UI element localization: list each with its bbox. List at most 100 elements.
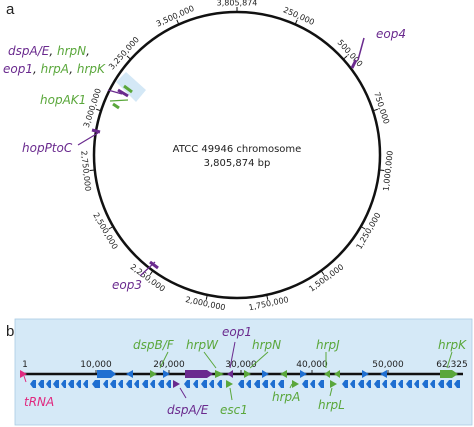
gene-arrow: [184, 380, 190, 388]
coord-10000: 10,000: [80, 360, 112, 370]
scale-tick: [294, 19, 298, 25]
gene-arrow: [350, 380, 355, 388]
gene-upper: [126, 370, 133, 378]
gene-arrow: [53, 380, 59, 388]
hopPtoC-marker: [91, 128, 101, 134]
gene-arrow: [366, 380, 371, 388]
label-eop1-b: eop1: [222, 325, 252, 339]
gene-arrow: [193, 380, 198, 388]
gene-upper: [300, 370, 307, 378]
gene-arrow: [390, 380, 396, 388]
gene-arrow: [342, 380, 348, 388]
gene-arrow: [30, 380, 36, 388]
label-hrpJ: hrpJ: [316, 338, 340, 352]
scale-tick: [205, 294, 208, 300]
scale-tick: [149, 270, 154, 276]
eop3-leader: [139, 261, 156, 277]
gene-arrow: [270, 380, 275, 388]
scale-label: 250,000: [282, 5, 316, 27]
hrpL-gene: [334, 370, 340, 378]
label-eop4: eop4: [376, 27, 406, 41]
gene-arrow: [217, 380, 222, 388]
coord-ticks: [95, 370, 389, 373]
chromosome-name: ATCC 49946 chromosome: [173, 144, 302, 155]
scale-tick: [266, 294, 269, 300]
gene-arrow: [46, 380, 51, 388]
label-hrpK-b: hrpK: [438, 338, 467, 352]
gene-arrow: [38, 380, 44, 388]
scale-tick: [89, 169, 95, 171]
gene-arrow: [398, 380, 403, 388]
label-tRNA: tRNA: [24, 395, 54, 409]
scale-label: 2,750,000: [79, 150, 92, 191]
gene-arrow: [209, 380, 214, 388]
hrpJ-gene: [324, 370, 330, 378]
scale-tick: [342, 55, 348, 60]
coord-30000: 30,000: [225, 360, 257, 370]
label-eop3: eop3: [112, 278, 142, 292]
panel-b-letter: b: [6, 323, 14, 340]
gene-arrow: [134, 380, 139, 388]
panel-b-background: [14, 318, 473, 426]
hrpA-lower: [292, 380, 299, 388]
gene-arrow: [61, 380, 66, 388]
hrpL-lower: [330, 380, 337, 388]
hrp-leader-1: [107, 89, 123, 95]
gene-markers: [77, 37, 365, 277]
label-hopPtoC: hopPtoC: [22, 141, 73, 155]
gene-upper: [362, 370, 369, 378]
label-hrpA-b: hrpA: [272, 390, 300, 404]
gene-arrow: [406, 380, 412, 388]
label-eop1-a: eop1, hrpA, hrpK: [3, 62, 106, 76]
gene-arrow: [262, 380, 268, 388]
gene-arrow: [142, 380, 148, 388]
label-dspAE-a: dspA/E, hrpN,: [8, 44, 90, 58]
scale-label: 1,000,000: [382, 150, 395, 191]
coord-1: 1: [22, 360, 28, 370]
upper-strand-genes: [20, 370, 458, 378]
coord-50000: 50,000: [372, 360, 404, 370]
hrpK-gene: [440, 370, 452, 378]
gene-arrow: [126, 380, 132, 388]
gene-upper: [380, 370, 387, 378]
gene-arrow: [414, 380, 419, 388]
gene-upper: [163, 370, 170, 378]
scale-tick: [360, 226, 366, 230]
coord-40000: 40,000: [296, 360, 328, 370]
scale-tick: [126, 55, 132, 60]
gene-arrow: [103, 380, 108, 388]
gene-arrow: [92, 380, 100, 388]
coord-20000: 20,000: [153, 360, 185, 370]
gene-arrow: [454, 380, 460, 388]
gene-arrow: [438, 380, 444, 388]
panel-b-leaders: [23, 341, 453, 401]
gene-arrow: [278, 380, 284, 388]
gene-arrow: [158, 380, 164, 388]
scale-tick: [108, 226, 114, 230]
chromosome-size: 3,805,874 bp: [204, 158, 271, 169]
gene-arrow: [254, 380, 260, 388]
hrp-green-marker: [123, 84, 133, 94]
eop1-gene: [227, 370, 233, 378]
gene-upper: [150, 370, 157, 378]
chromosome-circle: [92, 10, 382, 300]
scale-tick: [96, 108, 102, 112]
panel-a-letter: a: [6, 1, 15, 18]
hopPtoC-leader: [77, 132, 99, 146]
trna-gene: [20, 370, 27, 378]
label-hrpW: hrpW: [186, 338, 219, 352]
dspAE-lower: [173, 380, 180, 388]
gene-arrow: [83, 380, 88, 388]
hopAK1-marker: [112, 102, 120, 110]
label-dspBF: dspB/F: [133, 338, 175, 352]
lower-strand-genes: [30, 380, 460, 388]
eop3-marker: [149, 260, 159, 270]
gene-upper: [262, 370, 269, 378]
label-hrpN-b: hrpN: [252, 338, 281, 352]
hrp-region-highlight: [116, 72, 146, 102]
gene-arrow: [76, 380, 81, 388]
gene-arrow: [302, 380, 308, 388]
gene-upper: [97, 370, 111, 378]
gene-arrow: [118, 380, 123, 388]
hrp-marker: [117, 88, 129, 98]
